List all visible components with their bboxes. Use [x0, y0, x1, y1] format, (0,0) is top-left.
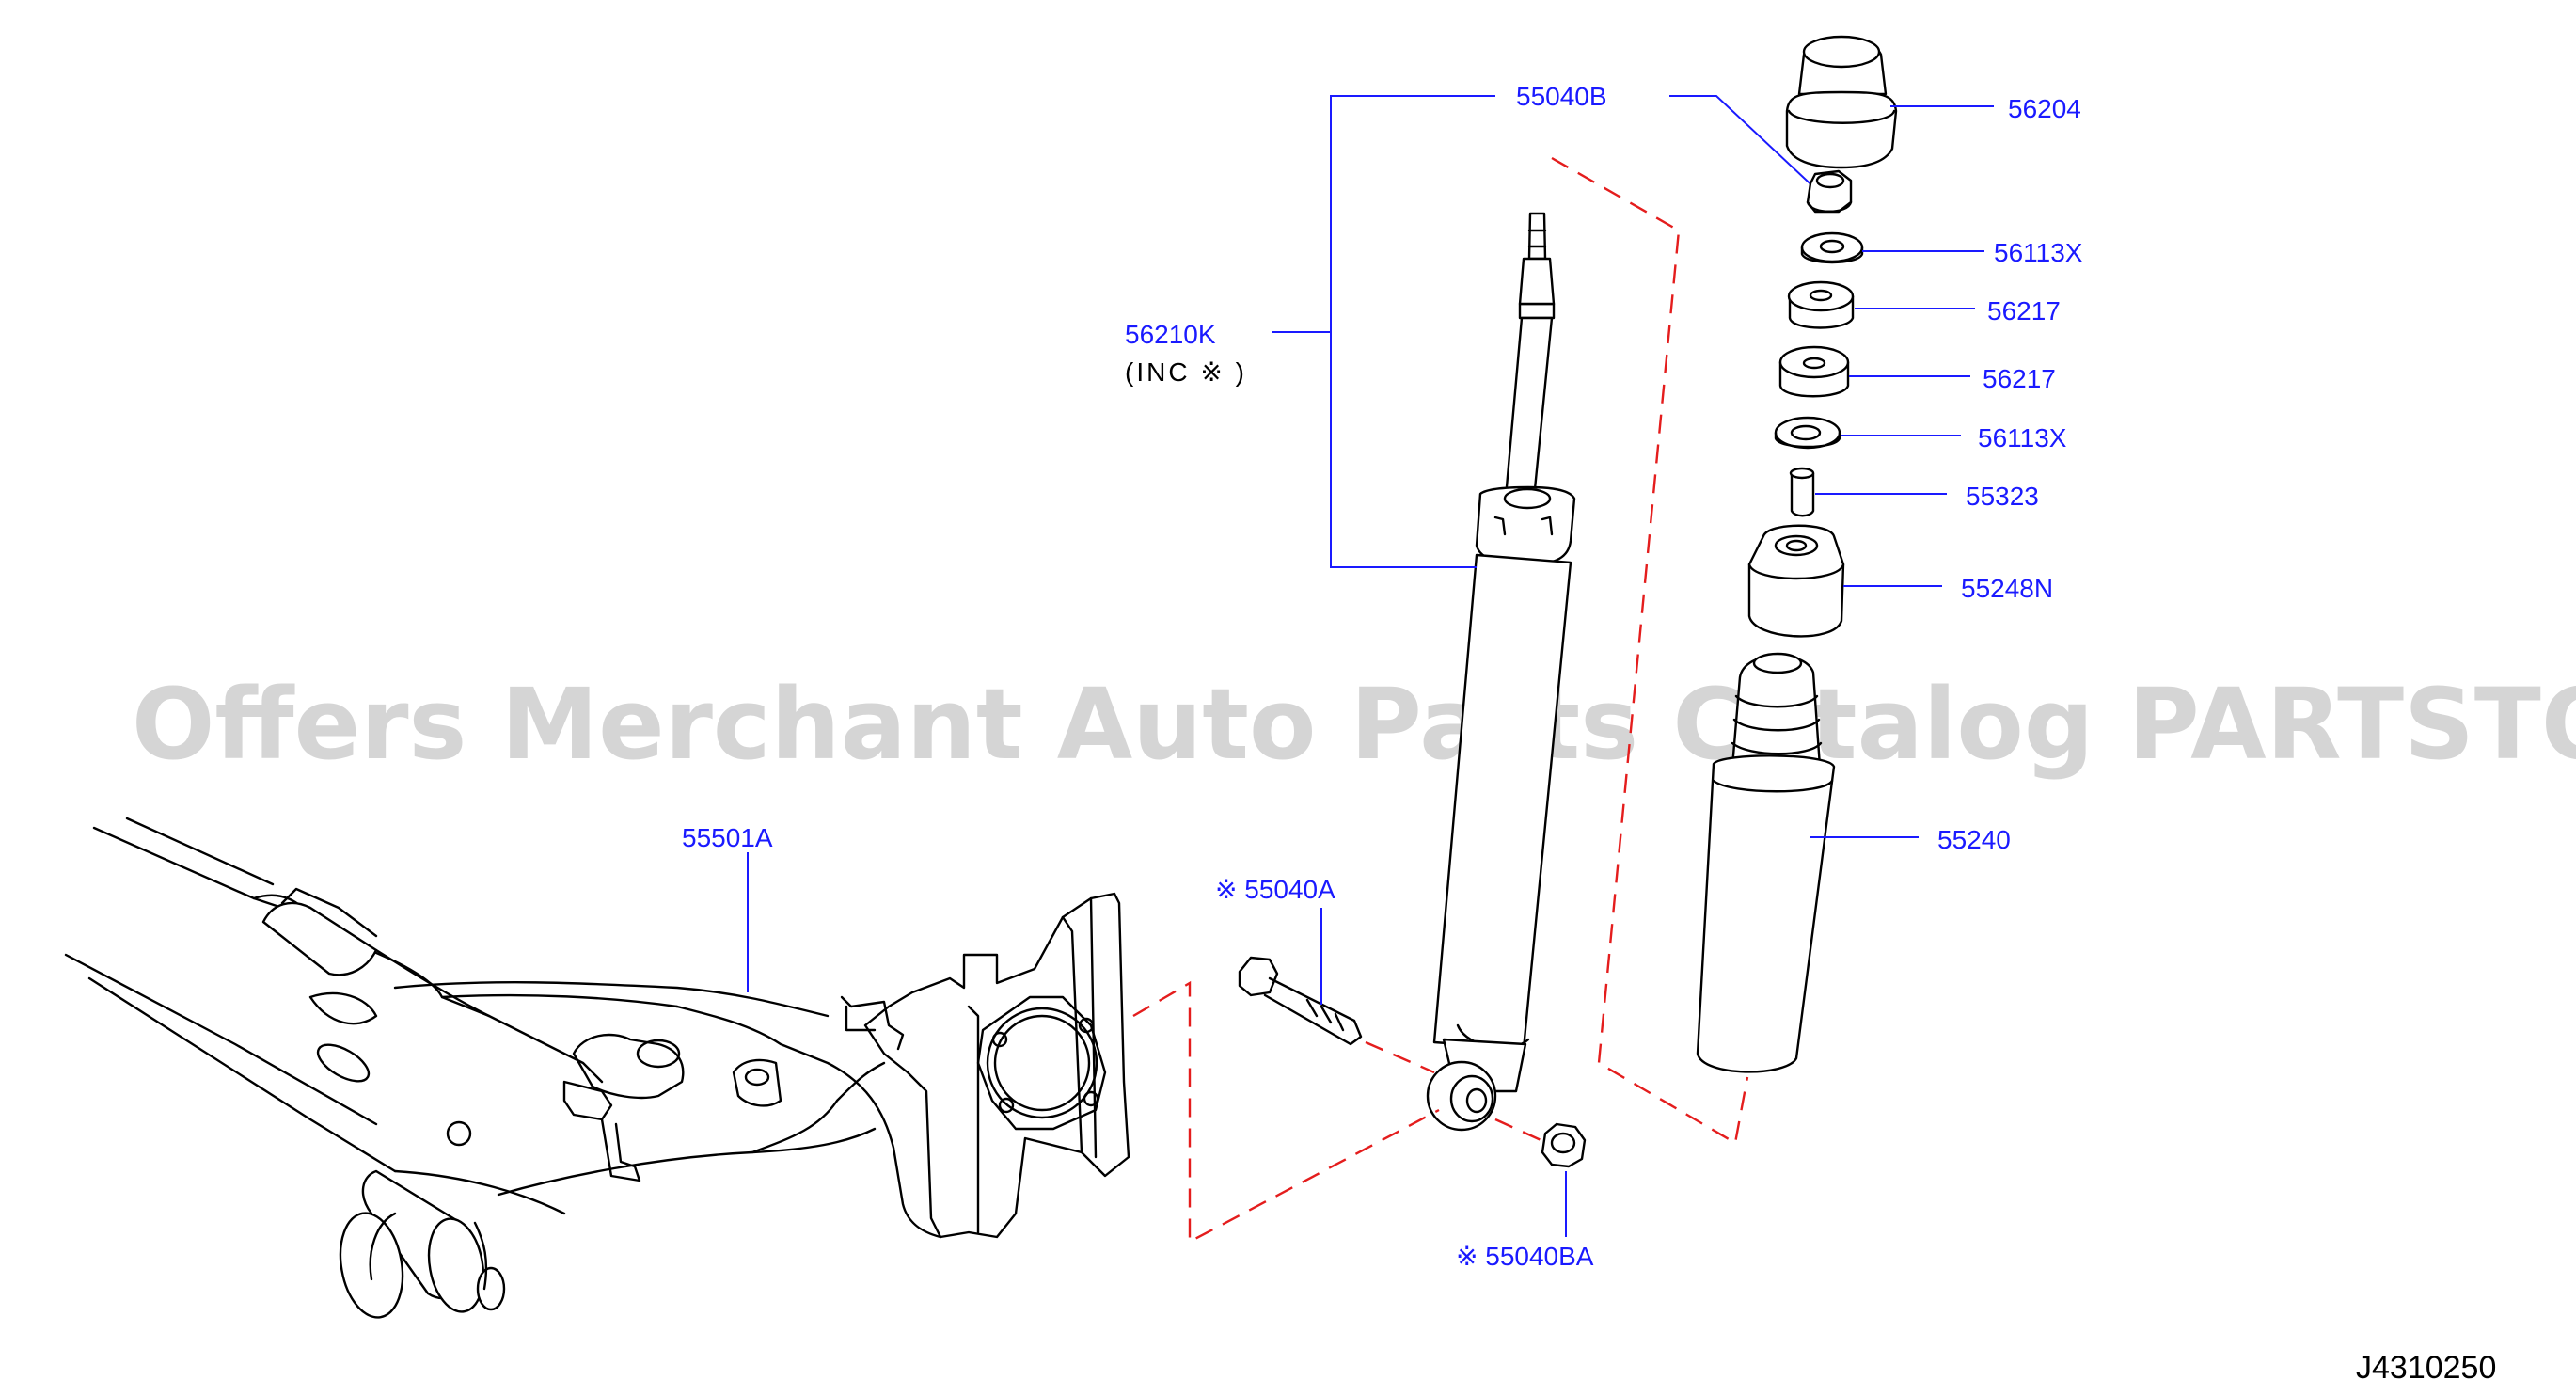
label-55040A[interactable]: ※ 55040A [1215, 875, 1335, 904]
bushing-56217-bottom[interactable] [1778, 345, 1850, 398]
label-56204[interactable]: 56204 [2008, 94, 2081, 123]
washer-56113X-bottom[interactable] [1774, 416, 1841, 450]
shock-absorber[interactable] [1426, 212, 1576, 1132]
label-55040BA[interactable]: ※ 55040BA [1456, 1242, 1594, 1271]
label-55040B[interactable]: 55040B [1516, 82, 1607, 111]
label-56210K-inc: (INC ※ ) [1125, 357, 1247, 387]
label-56210K[interactable]: 56210K [1125, 320, 1216, 349]
label-55323[interactable]: 55323 [1966, 482, 2039, 511]
label-56113X-top[interactable]: 56113X [1994, 238, 2083, 267]
diagram-reference: J4310250 [2356, 1350, 2496, 1386]
nut-55040BA[interactable] [1541, 1122, 1587, 1168]
rear-axle-beam[interactable] [64, 817, 1130, 1323]
dust-boot-55240[interactable] [1696, 652, 1836, 1073]
label-55501A[interactable]: 55501A [682, 823, 773, 852]
bound-cup-55248N[interactable] [1747, 524, 1845, 638]
label-55248N[interactable]: 55248N [1961, 574, 2053, 603]
bracket-line-shock [1330, 95, 1495, 568]
bolt-55040A[interactable] [1238, 956, 1363, 1046]
label-55240[interactable]: 55240 [1937, 825, 2011, 854]
cap-56204[interactable] [1785, 35, 1898, 169]
label-56217-bottom[interactable]: 56217 [1983, 364, 2056, 393]
watermark-text: Offers Merchant Auto Parts Catalog PARTS… [132, 667, 2576, 782]
leader-55040B-nut [1669, 95, 1821, 194]
bushing-56217-top[interactable] [1787, 280, 1855, 329]
nut-55040B[interactable] [1806, 169, 1853, 214]
washer-56113X-top[interactable] [1800, 231, 1864, 264]
sleeve-55323[interactable] [1789, 467, 1815, 517]
label-56217-top[interactable]: 56217 [1987, 296, 2061, 325]
label-56113X-bottom[interactable]: 56113X [1978, 423, 2067, 452]
assembly-guide-lines [1132, 156, 1749, 1244]
